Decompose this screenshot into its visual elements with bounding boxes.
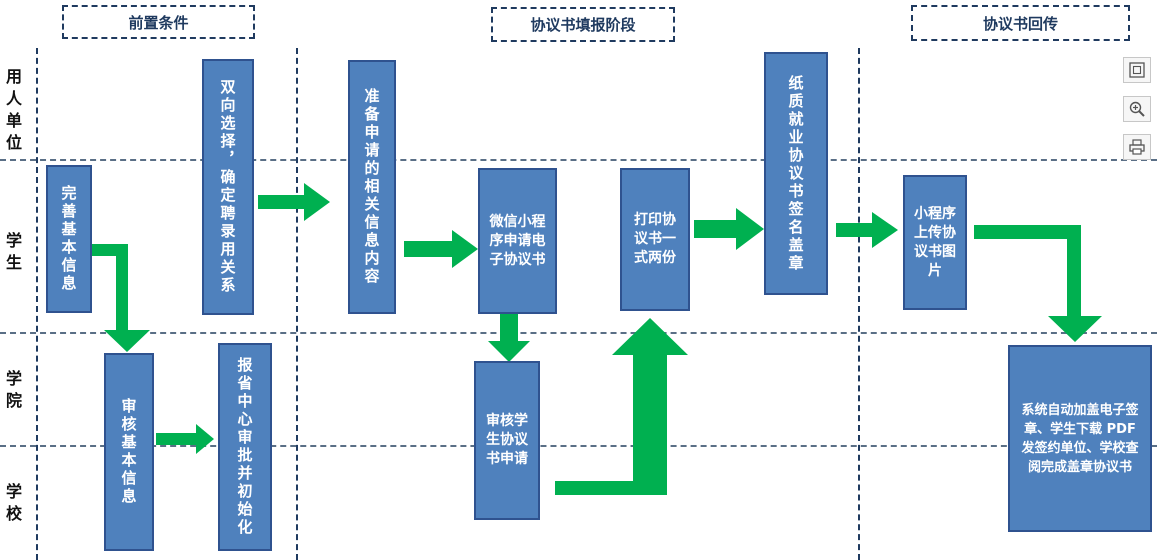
zoom-in-button[interactable] — [1123, 96, 1151, 122]
box-report-center-text: 报省中心审批并初始化 — [235, 357, 254, 537]
box-review-info-text: 审核基本信息 — [119, 398, 138, 506]
arrow-prepare-to-wechat — [404, 230, 478, 268]
arrow-review-to-report — [156, 424, 214, 454]
lane-label-school: 学校 — [5, 482, 22, 523]
box-prepare-materials: 准备申请的相关信息内容 — [348, 60, 396, 314]
phase-title-return: 协议书回传 — [982, 14, 1058, 33]
box-complete-info: 完善基本信息 — [46, 165, 92, 313]
box-wechat-apply-text: 微信小程序申请电子协议书 — [489, 213, 546, 268]
lane-label-student: 学生 — [5, 231, 22, 272]
print-button[interactable] — [1123, 134, 1151, 160]
lane-divider-2 — [0, 332, 1157, 334]
box-prepare-materials-text: 准备申请的相关信息内容 — [362, 88, 381, 286]
box-upload-photo: 小程序上传协议书图片 — [903, 175, 967, 310]
arrow-review-to-print — [555, 318, 688, 495]
box-upload-photo-text: 小程序上传协议书图片 — [914, 205, 956, 279]
arrow-complete-to-review — [92, 244, 150, 352]
box-print-two: 打印协议书一式两份 — [620, 168, 690, 311]
arrow-wechat-to-review — [488, 314, 530, 362]
box-review-agreement: 审核学生协议书申请 — [474, 361, 540, 520]
lane-divider-3 — [0, 445, 1157, 447]
box-paper-sign-text: 纸质就业协议书签名盖章 — [786, 74, 805, 273]
phase-divider-left — [36, 48, 38, 560]
lane-label-employer: 用人单位 — [5, 67, 22, 152]
box-paper-sign: 纸质就业协议书签名盖章 — [764, 52, 828, 295]
arrow-print-to-sign — [694, 208, 764, 250]
phase-divider-1 — [296, 48, 298, 560]
box-system-auto-text: 系统自动加盖电子签章、学生下载 PDF 发签约单位、学校查阅完成盖章协议书 — [1021, 402, 1139, 475]
box-review-info: 审核基本信息 — [104, 353, 154, 551]
fit-page-button[interactable] — [1123, 57, 1151, 83]
arrow-upload-to-system — [974, 225, 1102, 342]
phase-header-pre: 前置条件 — [62, 5, 255, 39]
phase-header-return: 协议书回传 — [911, 5, 1130, 41]
box-mutual-select-text: 双向选择，确定聘录用关系 — [218, 79, 237, 295]
fit-page-icon — [1129, 62, 1145, 78]
zoom-in-icon — [1129, 101, 1145, 117]
box-report-center: 报省中心审批并初始化 — [218, 343, 272, 551]
box-complete-info-text: 完善基本信息 — [59, 185, 78, 293]
phase-header-fill: 协议书填报阶段 — [491, 7, 675, 42]
arrow-sign-to-upload — [836, 212, 898, 248]
phase-divider-2 — [858, 48, 860, 560]
phase-title-pre: 前置条件 — [128, 13, 189, 32]
phase-title-fill: 协议书填报阶段 — [530, 16, 636, 34]
box-review-agreement-text: 审核学生协议书申请 — [486, 413, 528, 467]
print-icon — [1129, 139, 1145, 155]
lane-divider-1 — [0, 159, 1157, 161]
box-mutual-select: 双向选择，确定聘录用关系 — [202, 59, 254, 315]
box-print-two-text: 打印协议书一式两份 — [634, 212, 676, 266]
lane-label-college: 学院 — [5, 369, 22, 410]
box-wechat-apply: 微信小程序申请电子协议书 — [478, 168, 557, 314]
box-system-auto: 系统自动加盖电子签章、学生下载 PDF 发签约单位、学校查阅完成盖章协议书 — [1008, 345, 1152, 532]
arrow-select-to-prepare — [258, 183, 330, 221]
